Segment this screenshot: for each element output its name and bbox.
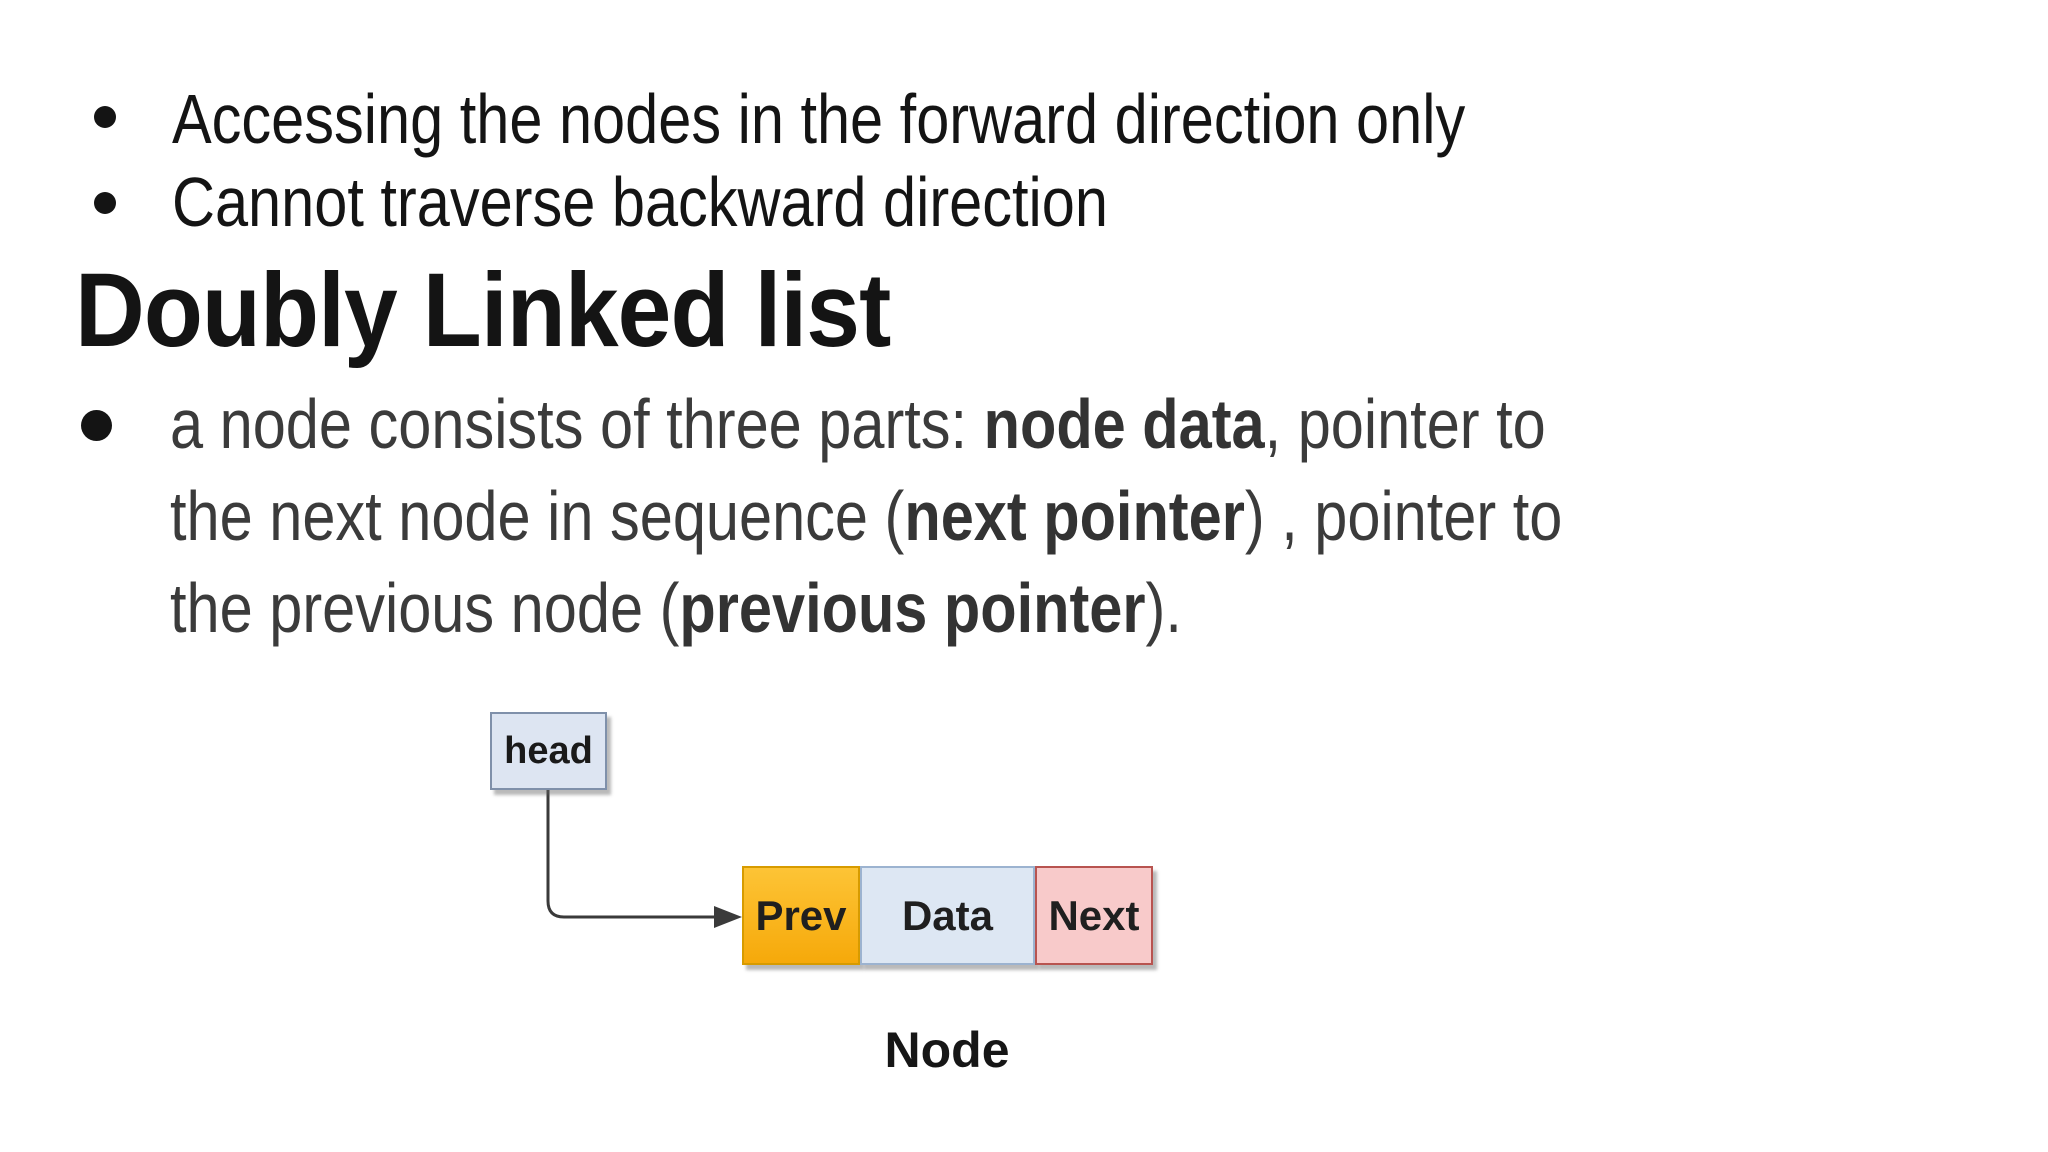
- data-label: Data: [901, 891, 994, 939]
- text-run: ) , pointer to: [1244, 477, 1563, 555]
- node-cell-next: Next: [1035, 866, 1153, 965]
- next-label: Next: [1048, 891, 1140, 939]
- bullet-item-forward-only: Accessing the nodes in the forward direc…: [172, 80, 1466, 158]
- node-cell-prev: Prev: [742, 866, 860, 965]
- text-run: a node consists of three parts:: [170, 385, 984, 463]
- paragraph-line: the previous node (previous pointer).: [170, 562, 1562, 654]
- paragraph-line: the next node in sequence (next pointer)…: [170, 470, 1562, 562]
- bullet-dot: [94, 106, 116, 128]
- bullet-dot: [81, 410, 112, 441]
- text-run: , pointer to: [1264, 385, 1546, 463]
- text-run-bold-previous-pointer: previous pointer: [679, 569, 1146, 647]
- text-run: ).: [1145, 569, 1182, 647]
- connector-line: [546, 790, 718, 919]
- text-run-bold-node-data: node data: [983, 385, 1265, 463]
- bullet-dot: [94, 192, 116, 214]
- bullet-item-no-backward: Cannot traverse backward direction: [172, 163, 1108, 241]
- text-run: the previous node (: [170, 569, 680, 647]
- text-run-bold-next-pointer: next pointer: [904, 477, 1245, 555]
- head-label: head: [504, 729, 593, 772]
- section-heading: Doubly Linked list: [75, 252, 891, 369]
- paragraph-node-parts: a node consists of three parts: node dat…: [170, 378, 1562, 654]
- node-caption: Node: [884, 1022, 1010, 1078]
- paragraph-line: a node consists of three parts: node dat…: [170, 378, 1562, 470]
- node-cell-data: Data: [860, 866, 1035, 965]
- head-pointer-box: head: [490, 712, 607, 790]
- prev-label: Prev: [755, 891, 847, 939]
- arrowhead-icon: [714, 906, 742, 928]
- text-run: the next node in sequence (: [170, 477, 905, 555]
